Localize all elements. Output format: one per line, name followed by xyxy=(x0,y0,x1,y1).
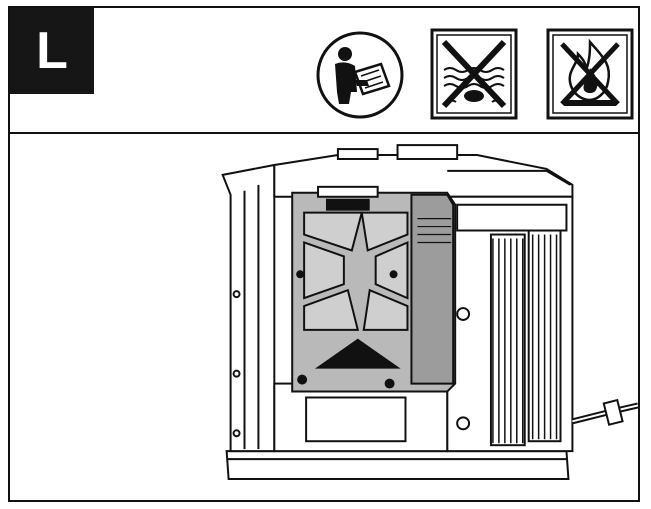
instruction-panel: L xyxy=(8,6,640,502)
read-manual-icon xyxy=(316,31,404,119)
step-letter-badge: L xyxy=(10,8,94,94)
no-water-immersion-icon xyxy=(430,28,518,120)
no-fire-icon xyxy=(546,28,634,120)
panel-header: L xyxy=(10,8,638,134)
battery-on-charger-icon xyxy=(221,144,638,480)
